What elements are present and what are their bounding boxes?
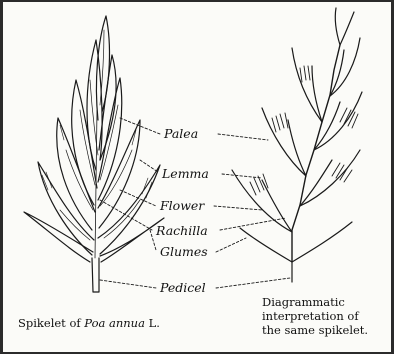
diagram-lemma-5 (292, 48, 322, 122)
right-caption-line-3: the same spikelet. (262, 324, 368, 337)
rachilla-label: Rachilla (156, 224, 208, 238)
pedicel-leader-right (216, 278, 290, 288)
diagram-glume-right (292, 222, 352, 262)
right-caption-line-1: Diagrammatic (262, 296, 345, 309)
glume-left (24, 212, 93, 262)
flower-leader-left (120, 190, 156, 206)
left-caption-species: Poa annua (84, 316, 145, 330)
left-caption-prefix: Spikelet of (18, 316, 84, 330)
flower-label: Flower (160, 199, 204, 213)
pedicel-label: Pedicel (160, 281, 206, 295)
right-caption-line-2: interpretation of (262, 310, 359, 323)
glumes-leader-right (216, 238, 246, 252)
flower-leader-right (214, 206, 262, 210)
pedicel-leader-left (100, 280, 156, 288)
diagram-palea-1 (262, 180, 292, 232)
glumes-label: Glumes (160, 245, 208, 259)
diagram-illustration (232, 8, 362, 282)
lemma-label: Lemma (162, 167, 209, 181)
diagram-lemma-3 (262, 108, 306, 176)
pedicel-stem (92, 258, 99, 292)
left-caption: Spikelet of Poa annua L. (18, 317, 160, 330)
diagram-palea-5 (312, 66, 322, 122)
lemma-lower-left (38, 162, 94, 255)
glume-right (100, 218, 164, 262)
lemma-leader-right (222, 174, 262, 178)
palea-label: Palea (164, 127, 198, 141)
lemma-upper-left (72, 80, 97, 205)
diagram-lemma-2 (300, 150, 360, 206)
spikelet-illustration (24, 16, 164, 292)
diagram-apex (335, 8, 354, 45)
rachilla-leader-right (220, 218, 286, 230)
lemma-leader-left (140, 160, 158, 172)
left-caption-suffix: L. (145, 316, 160, 330)
palea-leader-right (218, 134, 268, 140)
diagram-glume-left (240, 228, 292, 262)
